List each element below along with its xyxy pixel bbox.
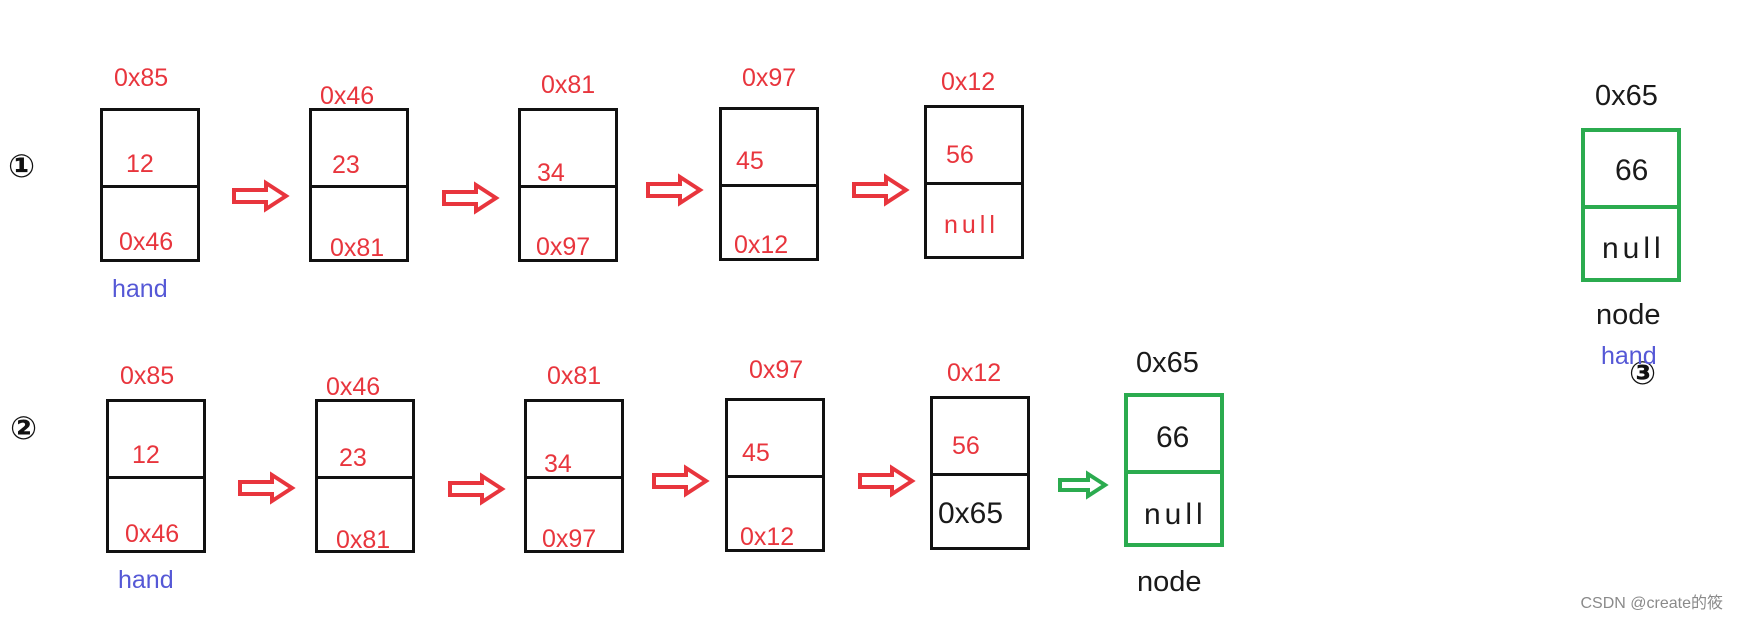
row2-node-5 xyxy=(930,396,1030,550)
row2-arrow-new xyxy=(1058,470,1109,500)
row2-new-node-next: null xyxy=(1144,498,1207,531)
row3-new-node xyxy=(1581,128,1681,282)
row2-arrow-2 xyxy=(448,472,506,506)
row1-node-2 xyxy=(309,108,409,262)
row2-node2-address: 0x46 xyxy=(326,373,381,401)
row1-node5-next: null xyxy=(944,211,999,239)
row1-node1-address: 0x85 xyxy=(114,64,169,92)
row2-new-node-label: node xyxy=(1137,566,1202,598)
row1-arrow-3 xyxy=(646,173,704,207)
row2-node4-data: 45 xyxy=(742,439,770,467)
row1-node-1 xyxy=(100,108,200,262)
row1-node3-data: 34 xyxy=(537,159,565,187)
row2-arrow-3 xyxy=(652,464,710,498)
row3-new-node-label: node xyxy=(1596,299,1661,331)
row2-node3-data: 34 xyxy=(544,450,572,478)
row2-node2-next: 0x81 xyxy=(336,526,391,554)
step-1-marker: ① xyxy=(8,148,36,184)
step-3-marker: ③ xyxy=(1629,355,1657,391)
row1-node-5 xyxy=(924,105,1024,259)
row2-head-label: hand xyxy=(118,566,174,594)
row2-node4-next: 0x12 xyxy=(740,523,795,551)
row2-node1-data: 12 xyxy=(132,441,160,469)
row1-node5-address: 0x12 xyxy=(941,68,996,96)
row1-node2-next: 0x81 xyxy=(330,234,385,262)
row2-node3-address: 0x81 xyxy=(547,362,602,390)
step-2-marker: ② xyxy=(10,410,38,446)
row2-node2-data: 23 xyxy=(339,444,367,472)
row2-node-4 xyxy=(725,398,825,552)
row1-arrow-2 xyxy=(442,181,500,215)
row2-node4-address: 0x97 xyxy=(749,356,804,384)
row3-new-node-next: null xyxy=(1602,232,1665,265)
row1-node3-address: 0x81 xyxy=(541,71,596,99)
row2-node-1 xyxy=(106,399,206,553)
row2-node3-next: 0x97 xyxy=(542,525,597,553)
row1-arrow-4 xyxy=(852,173,910,207)
row2-node1-address: 0x85 xyxy=(120,362,175,390)
row3-new-node-address: 0x65 xyxy=(1595,80,1658,112)
row2-new-node-address: 0x65 xyxy=(1136,347,1199,379)
row2-new-node-data: 66 xyxy=(1156,421,1190,454)
row1-head-label: hand xyxy=(112,275,168,303)
watermark: CSDN @create的筱 xyxy=(1580,595,1724,612)
row1-node4-data: 45 xyxy=(736,147,764,175)
row2-arrow-1 xyxy=(238,471,296,505)
row2-node5-data: 56 xyxy=(952,432,980,460)
row1-node4-address: 0x97 xyxy=(742,64,797,92)
row1-node-4 xyxy=(719,107,819,261)
row2-node-2 xyxy=(315,399,415,553)
row2-node1-next: 0x46 xyxy=(125,520,180,548)
row1-node2-data: 23 xyxy=(332,151,360,179)
row3-head-label: hand xyxy=(1601,342,1657,370)
row2-new-node xyxy=(1124,393,1224,547)
row1-node3-next: 0x97 xyxy=(536,233,591,261)
row2-node5-next: 0x65 xyxy=(938,497,1004,530)
row1-node1-next: 0x46 xyxy=(119,228,174,256)
row1-node2-address: 0x46 xyxy=(320,82,375,110)
row1-node5-data: 56 xyxy=(946,141,974,169)
row2-node-3 xyxy=(524,399,624,553)
row1-node-3 xyxy=(518,108,618,262)
row1-node1-data: 12 xyxy=(126,150,154,178)
row2-node5-address: 0x12 xyxy=(947,359,1002,387)
row1-arrow-1 xyxy=(232,179,290,213)
row2-arrow-4 xyxy=(858,464,916,498)
row1-node4-next: 0x12 xyxy=(734,231,789,259)
row3-new-node-data: 66 xyxy=(1615,154,1649,187)
